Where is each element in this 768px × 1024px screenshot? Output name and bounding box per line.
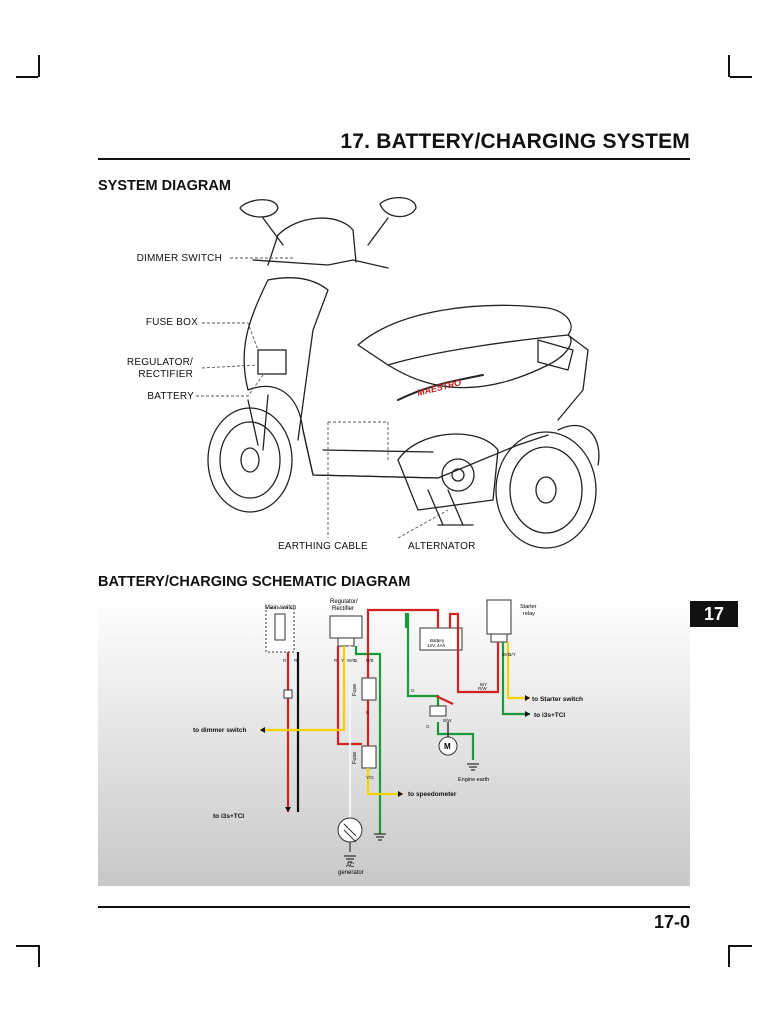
wire-code-11: G [426,724,430,729]
wire-code-1: R [283,658,287,663]
label-alternator: ALTERNATOR [408,541,476,552]
wire-code-2: R [294,658,298,663]
label-to-dimmer-switch: to dimmer switch [193,727,246,734]
crop-mark-bottom-right-h [730,945,752,947]
wire-code-4: Y [341,658,344,663]
wire-code-3: R [334,658,338,663]
charging-schematic: Main switch Regulator/ Rectifier Battery… [98,594,690,886]
wire-battery-red [366,608,440,678]
system-diagram-title: SYSTEM DIAGRAM [98,178,231,194]
battery-label-2: 12V, 4Ah [427,643,446,648]
label-regulator-line1: REGULATOR/ [126,357,193,368]
page-title: 17. BATTERY/CHARGING SYSTEM [340,130,690,153]
engine [397,433,499,511]
starter-relay-label-1: Starter [520,604,537,610]
wire-code-16: G/Y [508,652,516,657]
scooter-illustration: MAESTRO [196,197,600,549]
fuse-upper [361,677,377,701]
starter-relay-label-2: relay [523,611,535,617]
label-to-speedometer: to speedometer [408,791,457,798]
ground-engine [467,763,479,771]
seat [357,304,572,366]
crop-mark-top-left-h [16,76,38,78]
wire-code-7: R/B [366,658,374,663]
footer-rule [98,906,690,908]
label-to-i3s-tci-left: to i3s+TCI [213,813,244,820]
svg-text:MAESTRO: MAESTRO [416,377,462,398]
regulator-label-1: Regulator/ [330,599,358,605]
page-number: 17-0 [653,912,690,932]
ground-regulator [374,833,386,841]
starter-relay-box [486,599,512,635]
regulator-box [329,615,363,639]
wire-battery-relay-red [448,612,500,694]
right-mirror [379,197,417,218]
ac-generator-label-2: generator [338,870,364,876]
label-to-i3s-tci-right: to i3s+TCI [534,712,565,719]
label-battery: BATTERY [147,391,194,402]
wire-code-13: R [366,710,370,715]
label-earthing-cable: EARTHING CABLE [278,541,368,552]
crop-mark-bottom-right-v [728,945,730,967]
schematic-diagram-title: BATTERY/CHARGING SCHEMATIC DIAGRAM [98,574,411,590]
ac-generator-label-1: AC [346,863,355,869]
fuse-upper-label: Fuse [352,684,358,696]
wire-code-9: B/Y [480,682,487,687]
wire-code-14: Y/G [366,775,374,780]
wire-battery-relay-green [404,612,440,712]
wire-code-10: G [411,688,415,693]
wire-starter-green [436,722,475,760]
fuse-lower [361,745,377,769]
header-rule [98,158,690,160]
crop-mark-top-right-v [728,55,730,77]
wire-relay-yellow [506,642,530,700]
crop-mark-bottom-left-v [38,945,40,967]
label-regulator-line2: RECTIFIER [138,369,193,380]
wire-relay-green [501,642,530,716]
fuse-lower-label: Fuse [352,752,358,764]
crop-mark-top-left-v [38,55,40,77]
battery-label-1: Battery [430,638,445,643]
ground-ac-gen [344,855,356,863]
wire-code-5: W/G [347,658,356,663]
wire-reg-yellow [260,646,346,732]
label-fuse-box: FUSE BOX [145,317,198,328]
battery-box [419,627,463,651]
wire-code-6: G [354,658,358,663]
main-switch-label: Main switch [265,605,296,611]
rear-wheel [495,431,597,549]
label-dimmer-switch: DIMMER SWITCH [136,253,222,264]
starter-motor [438,736,458,756]
label-to-starter-switch: to Starter switch [532,696,583,703]
wire-code-12: B/W [443,718,452,723]
wire-reg-red [336,646,362,746]
regulator-label-2: Rectifier [332,606,354,612]
wire-code-8: R/W [478,686,488,691]
crop-mark-top-right-h [730,76,752,78]
crop-mark-bottom-left-h [16,945,38,947]
left-mirror [239,199,279,218]
label-engine-earth: Engine earth [458,777,489,783]
wire-code-15: W/G [502,652,511,657]
chapter-tab: 17 [690,601,738,627]
svg-text:M: M [444,742,451,751]
